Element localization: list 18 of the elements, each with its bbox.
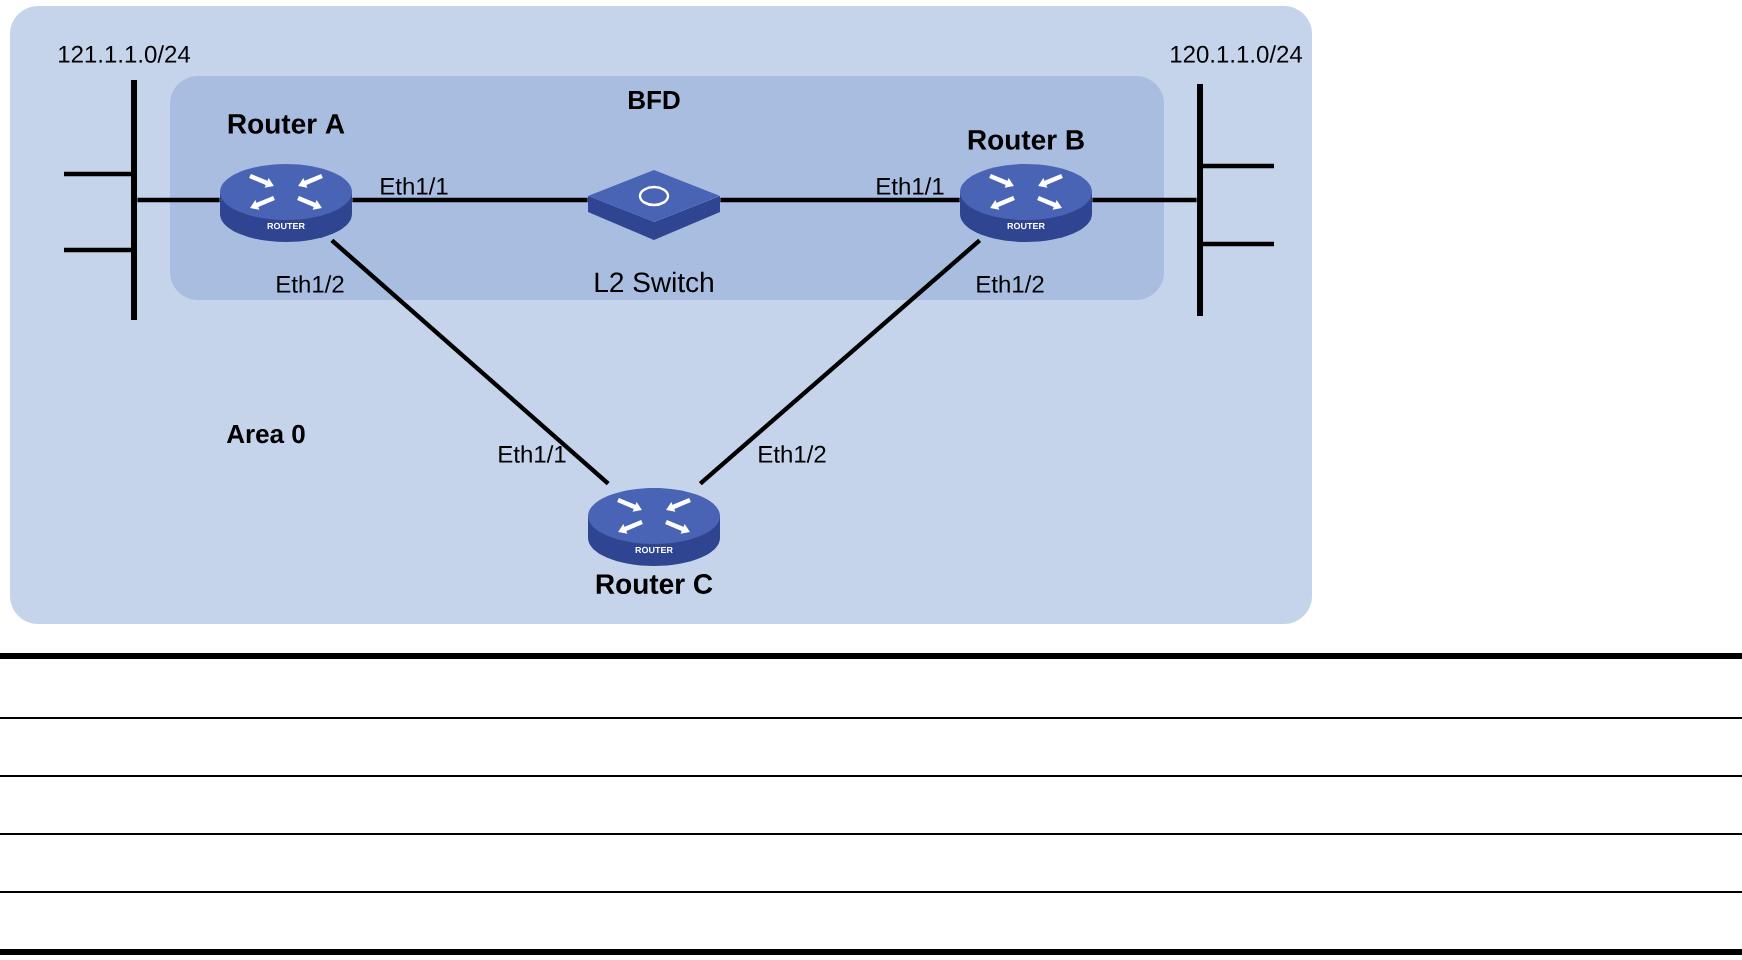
interface-label: Eth1/1 bbox=[877, 177, 944, 195]
interface-label: Eth1/2 bbox=[759, 445, 826, 463]
interface-label: Eth1/1 bbox=[499, 445, 566, 463]
subnet-label: 121.1.1.0/24 bbox=[59, 45, 190, 63]
device-label: Router C bbox=[596, 574, 713, 594]
interface-label: Eth1/1 bbox=[381, 177, 448, 195]
interface-label: Eth1/2 bbox=[277, 275, 344, 293]
subnet-label: 120.1.1.0/24 bbox=[1171, 45, 1302, 63]
link-line bbox=[1092, 197, 1197, 203]
link-line bbox=[352, 197, 588, 203]
link-line bbox=[720, 197, 960, 203]
link-line bbox=[330, 238, 610, 486]
link-line bbox=[137, 197, 220, 203]
device-label: L2 Switch bbox=[595, 271, 713, 293]
device-label: Router A bbox=[228, 114, 345, 134]
link-line bbox=[698, 238, 982, 486]
device-label: Router B bbox=[968, 130, 1084, 150]
interface-label: Eth1/2 bbox=[977, 275, 1044, 293]
